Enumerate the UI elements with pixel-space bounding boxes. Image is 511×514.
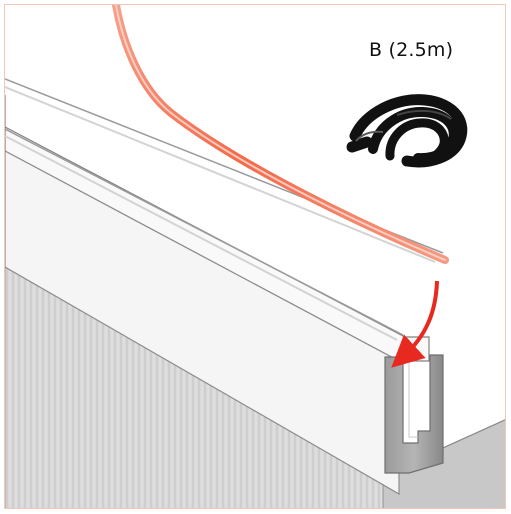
diagram-frame: B (2.5m) — [4, 4, 506, 509]
rail-profile — [384, 354, 444, 474]
rail-groove-top-inner — [5, 86, 436, 263]
seal-strip-highlight — [115, 5, 446, 261]
profile-highlight — [403, 360, 418, 438]
seal-length-label: B (2.5m) — [369, 39, 454, 61]
seal-roll-icon — [346, 94, 468, 168]
installation-diagram — [5, 5, 505, 508]
rail-front-face — [5, 150, 400, 496]
rail-groove-middle-inner — [5, 135, 398, 341]
rail-groove-middle — [5, 128, 404, 336]
curved-arrow-icon — [391, 280, 439, 368]
